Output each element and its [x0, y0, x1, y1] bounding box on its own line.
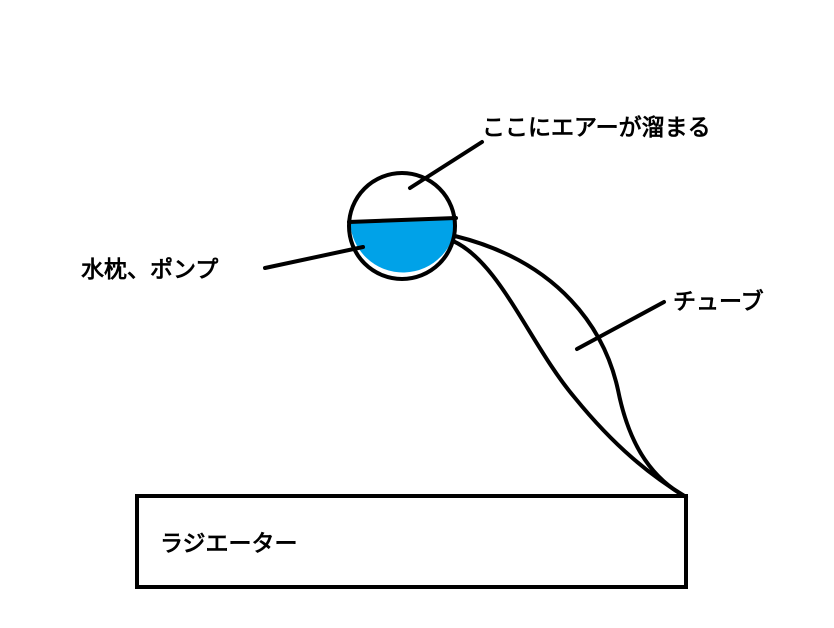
pump-leader-line [263, 245, 365, 270]
air-leader-line [408, 140, 484, 190]
tube-leader-line [575, 300, 666, 351]
water-fill [350, 218, 457, 273]
water-surface-line [347, 216, 458, 224]
reservoir-circle [347, 171, 457, 281]
radiator-box [135, 494, 688, 589]
air-label: ここにエアーが溜まる [482, 114, 711, 141]
tube-lower [451, 239, 688, 499]
tube-label: チューブ [673, 288, 764, 315]
radiator-label: ラジエーター [160, 531, 298, 557]
pump-label: 水枕、ポンプ [81, 256, 219, 283]
tube-upper [453, 234, 688, 499]
